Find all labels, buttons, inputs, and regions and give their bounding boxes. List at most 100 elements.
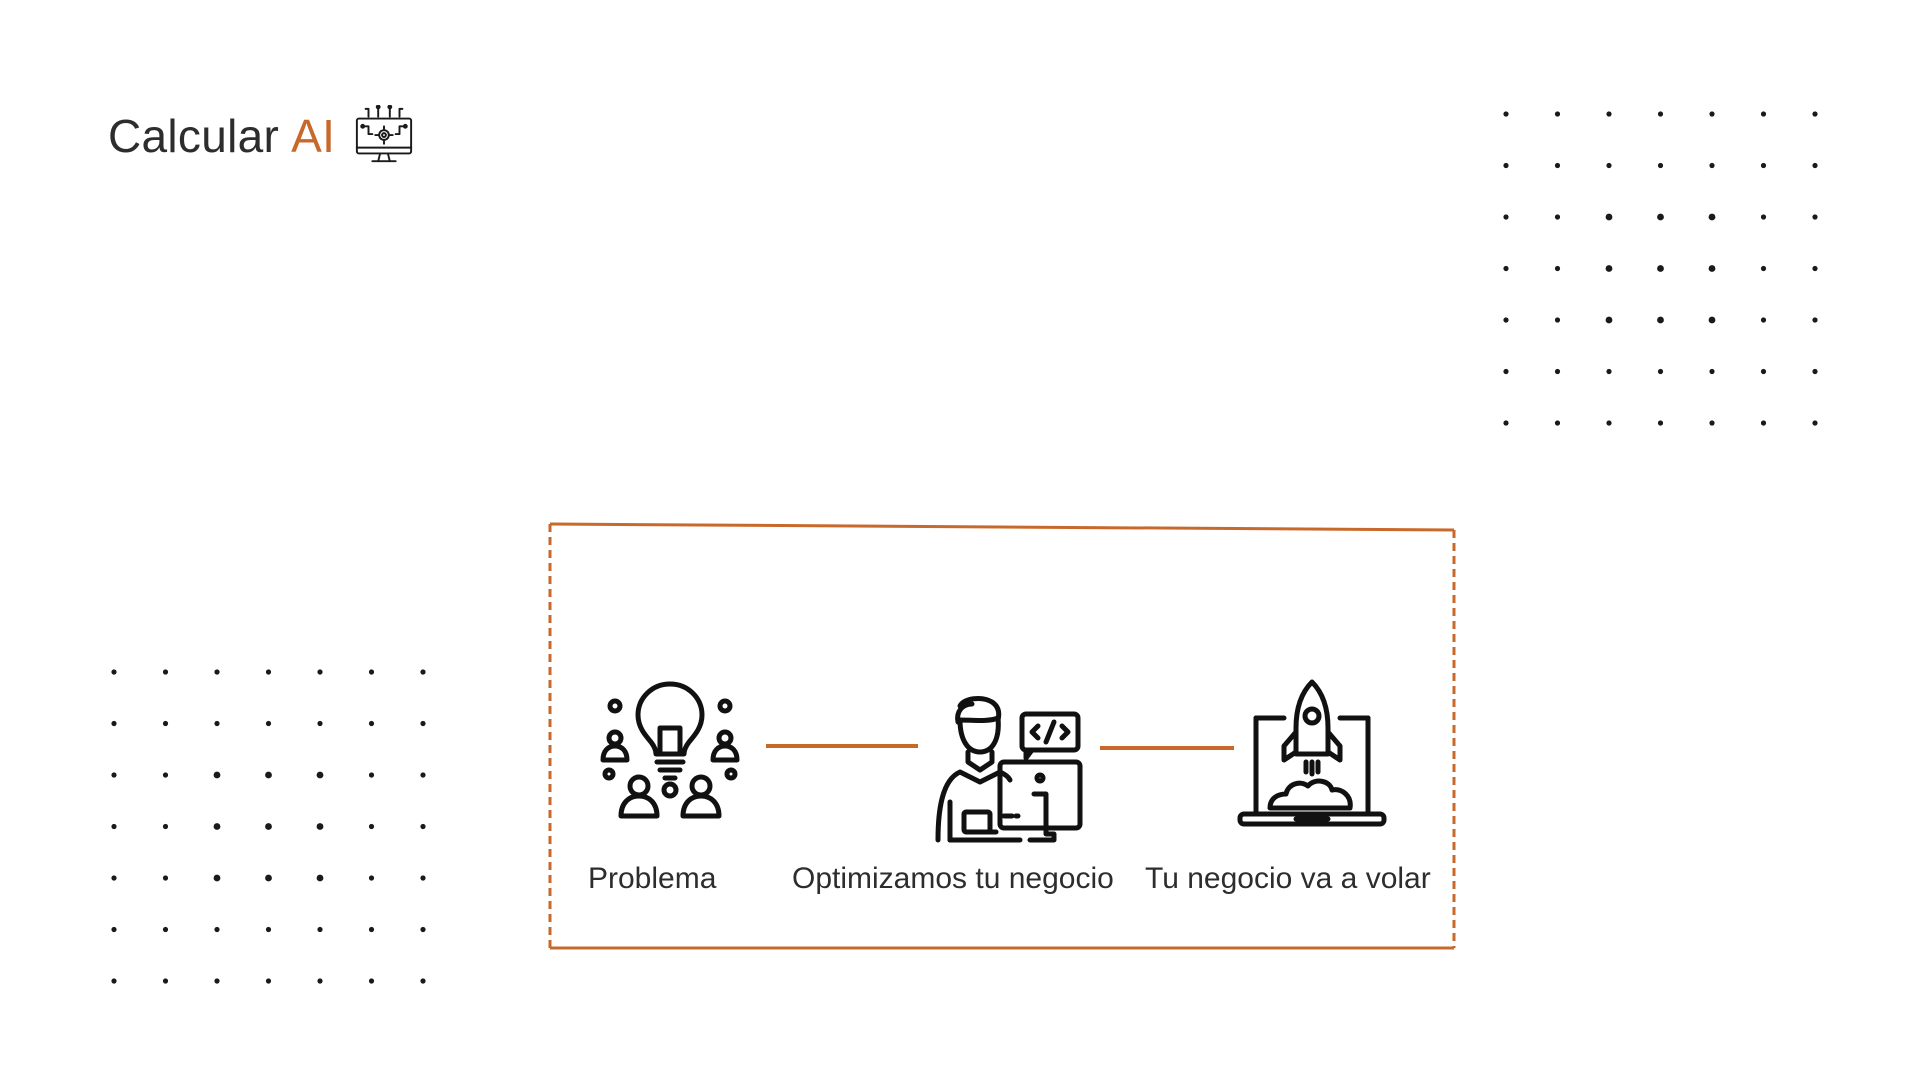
dot xyxy=(162,669,169,675)
dot xyxy=(162,926,169,933)
dot xyxy=(420,720,426,727)
dot xyxy=(265,669,272,675)
dot xyxy=(265,874,272,882)
dot xyxy=(213,874,221,882)
dot xyxy=(317,978,323,984)
dot xyxy=(317,720,323,727)
dot xyxy=(1657,111,1664,117)
dot xyxy=(1606,111,1612,117)
dot xyxy=(368,720,375,727)
logo-word: Calcular xyxy=(108,110,280,162)
dot xyxy=(214,978,220,984)
dot xyxy=(420,875,426,881)
dot xyxy=(214,926,220,933)
dot xyxy=(316,874,324,882)
dot xyxy=(1503,368,1509,375)
dot xyxy=(111,669,117,675)
dot xyxy=(1760,265,1767,272)
connector-line-2 xyxy=(1100,746,1234,750)
dot xyxy=(1657,368,1664,375)
dot xyxy=(265,823,272,830)
dot xyxy=(1605,265,1613,272)
dot xyxy=(1554,162,1561,169)
connector-line-1 xyxy=(766,744,918,748)
dot xyxy=(213,823,221,830)
dot xyxy=(265,720,272,727)
dot xyxy=(1709,111,1715,117)
step-label-problem: Problema xyxy=(588,862,717,895)
dot xyxy=(1760,368,1767,375)
dot xyxy=(265,771,272,779)
dot xyxy=(1554,214,1561,220)
process-frame xyxy=(548,522,1456,950)
dot xyxy=(162,978,169,984)
dot xyxy=(1503,420,1509,426)
dot xyxy=(1760,111,1767,117)
dot xyxy=(1709,420,1715,426)
developer-computer-icon xyxy=(935,696,1083,843)
dot xyxy=(111,720,117,727)
dot xyxy=(317,669,323,675)
dot xyxy=(111,823,117,830)
ai-monitor-icon xyxy=(356,105,413,163)
dot xyxy=(162,875,169,881)
dot xyxy=(1760,162,1767,169)
dot xyxy=(1606,368,1612,375)
dot xyxy=(1503,265,1509,272)
dot xyxy=(1812,265,1818,272)
dot xyxy=(1503,317,1509,323)
dot xyxy=(111,978,117,984)
dot xyxy=(1605,213,1613,221)
dot xyxy=(368,823,375,830)
dot xyxy=(317,926,323,933)
dot xyxy=(1709,368,1715,375)
dot xyxy=(1657,162,1664,169)
dot xyxy=(420,669,426,675)
dot xyxy=(162,720,169,727)
dot xyxy=(1554,317,1561,323)
dot xyxy=(213,771,221,779)
dot xyxy=(1708,213,1716,221)
dot xyxy=(1657,420,1664,426)
dot xyxy=(368,978,375,984)
dot xyxy=(316,771,324,779)
dot xyxy=(1812,214,1818,220)
dot xyxy=(1657,316,1664,324)
dot xyxy=(420,926,426,933)
dot xyxy=(111,875,117,881)
dot xyxy=(1812,111,1818,117)
dot xyxy=(214,669,220,675)
dot-grid-top-right xyxy=(1503,111,1818,426)
dot xyxy=(1657,213,1664,221)
dot xyxy=(316,823,324,830)
step-label-optimize: Optimizamos tu negocio xyxy=(792,862,1114,895)
dot xyxy=(368,926,375,933)
dot xyxy=(265,926,272,933)
dot xyxy=(1812,368,1818,375)
dot xyxy=(1812,420,1818,426)
dot xyxy=(1503,162,1509,169)
dot xyxy=(1708,265,1716,272)
dot xyxy=(162,772,169,778)
dot xyxy=(1760,214,1767,220)
rocket-laptop-icon xyxy=(1237,679,1387,827)
dot xyxy=(1554,420,1561,426)
dot xyxy=(111,926,117,933)
dot xyxy=(1554,265,1561,272)
dot xyxy=(1812,162,1818,169)
dot xyxy=(1760,317,1767,323)
logo-accent: AI xyxy=(291,110,336,162)
dot xyxy=(420,823,426,830)
dot xyxy=(1760,420,1767,426)
dot-grid-bottom-left xyxy=(111,669,426,984)
dot xyxy=(265,978,272,984)
dot xyxy=(1709,162,1715,169)
dot xyxy=(214,720,220,727)
dot xyxy=(1503,111,1509,117)
dot xyxy=(420,772,426,778)
step-label-launch: Tu negocio va a volar xyxy=(1145,862,1431,895)
dot xyxy=(368,772,375,778)
dot xyxy=(1605,316,1613,324)
